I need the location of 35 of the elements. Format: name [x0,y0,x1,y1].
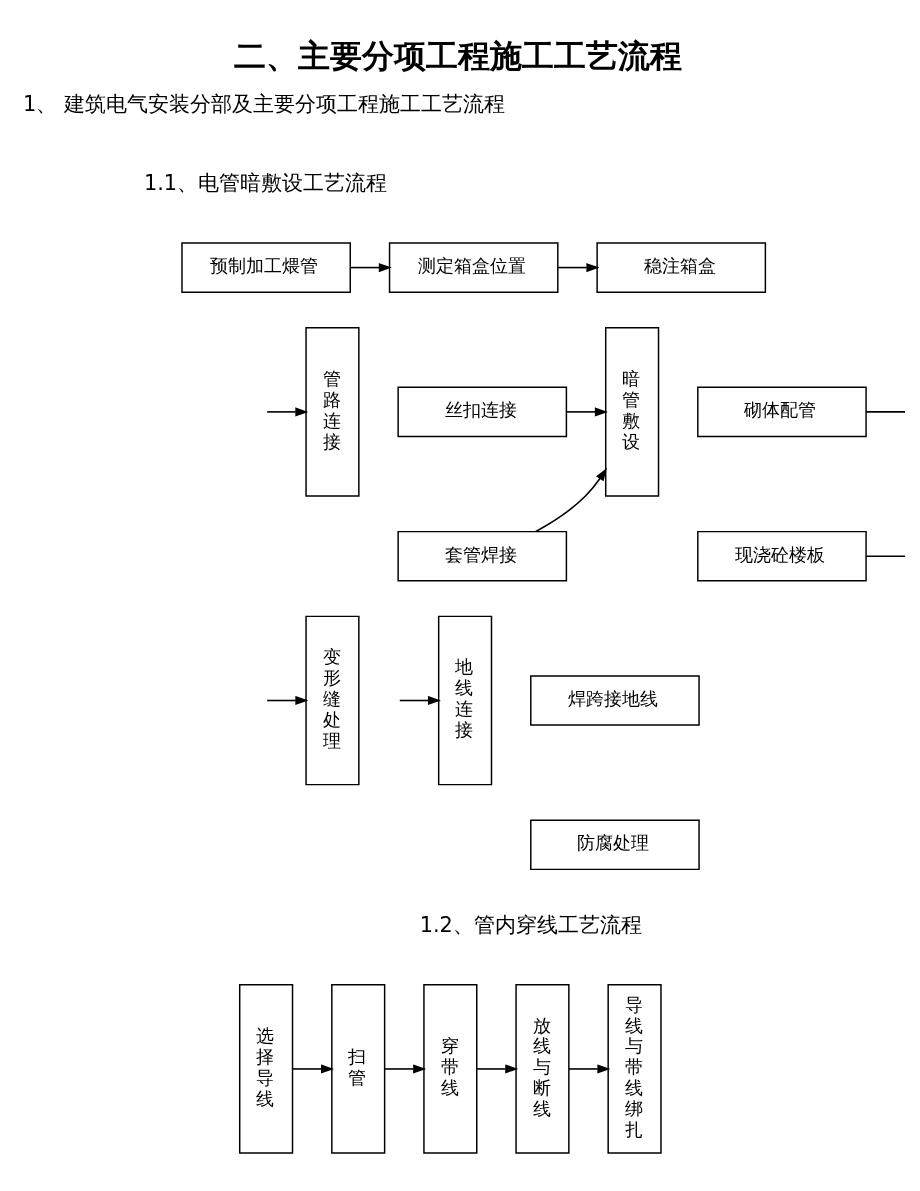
node-box: 现浇砼楼板 [697,530,867,582]
arrow [557,263,600,273]
node-box: 防腐处理 [530,819,700,871]
node-box: 扫管 [331,984,386,1154]
arrow [266,695,309,706]
node-box: 选择导线 [239,984,294,1154]
label: 1.2、管内穿线工艺流程 [419,913,642,938]
node-box: 套管焊接 [397,530,568,582]
node-box: 预制加工煨管 [181,242,351,293]
node-box: 丝扣连接 [397,386,568,438]
label: 1.1、电管暗敷设工艺流程 [143,171,388,196]
node-box: 管路连接 [305,327,360,497]
node-box: 穿带线 [423,984,478,1154]
arrow [476,1064,519,1074]
node-box: 焊跨接地线 [530,675,700,726]
node-box: 放线与断线 [515,984,570,1154]
node-box: 测定箱盒位置 [388,242,559,293]
diagram-title: 二、主要分项工程施工工艺流程 [234,37,683,76]
arrow [384,1064,427,1074]
node-box: 变形缝处理 [305,615,360,786]
arrow [565,407,608,417]
arrow [349,263,392,273]
arrow [568,1064,611,1074]
arrow [266,407,309,417]
node-box: 暗管敷设 [604,327,660,497]
connector [865,411,906,413]
connector [865,555,906,557]
node-box: 地线连接 [437,615,493,786]
arrow [535,467,607,533]
label: 1、 建筑电气安装分部及主要分项工程施工工艺流程 [22,91,505,116]
arrow [399,695,441,706]
node-box: 导线与带线绑扎 [607,984,662,1154]
arrow [291,1064,335,1074]
node-box: 砌体配管 [697,386,867,438]
node-box: 稳注箱盒 [596,242,767,293]
